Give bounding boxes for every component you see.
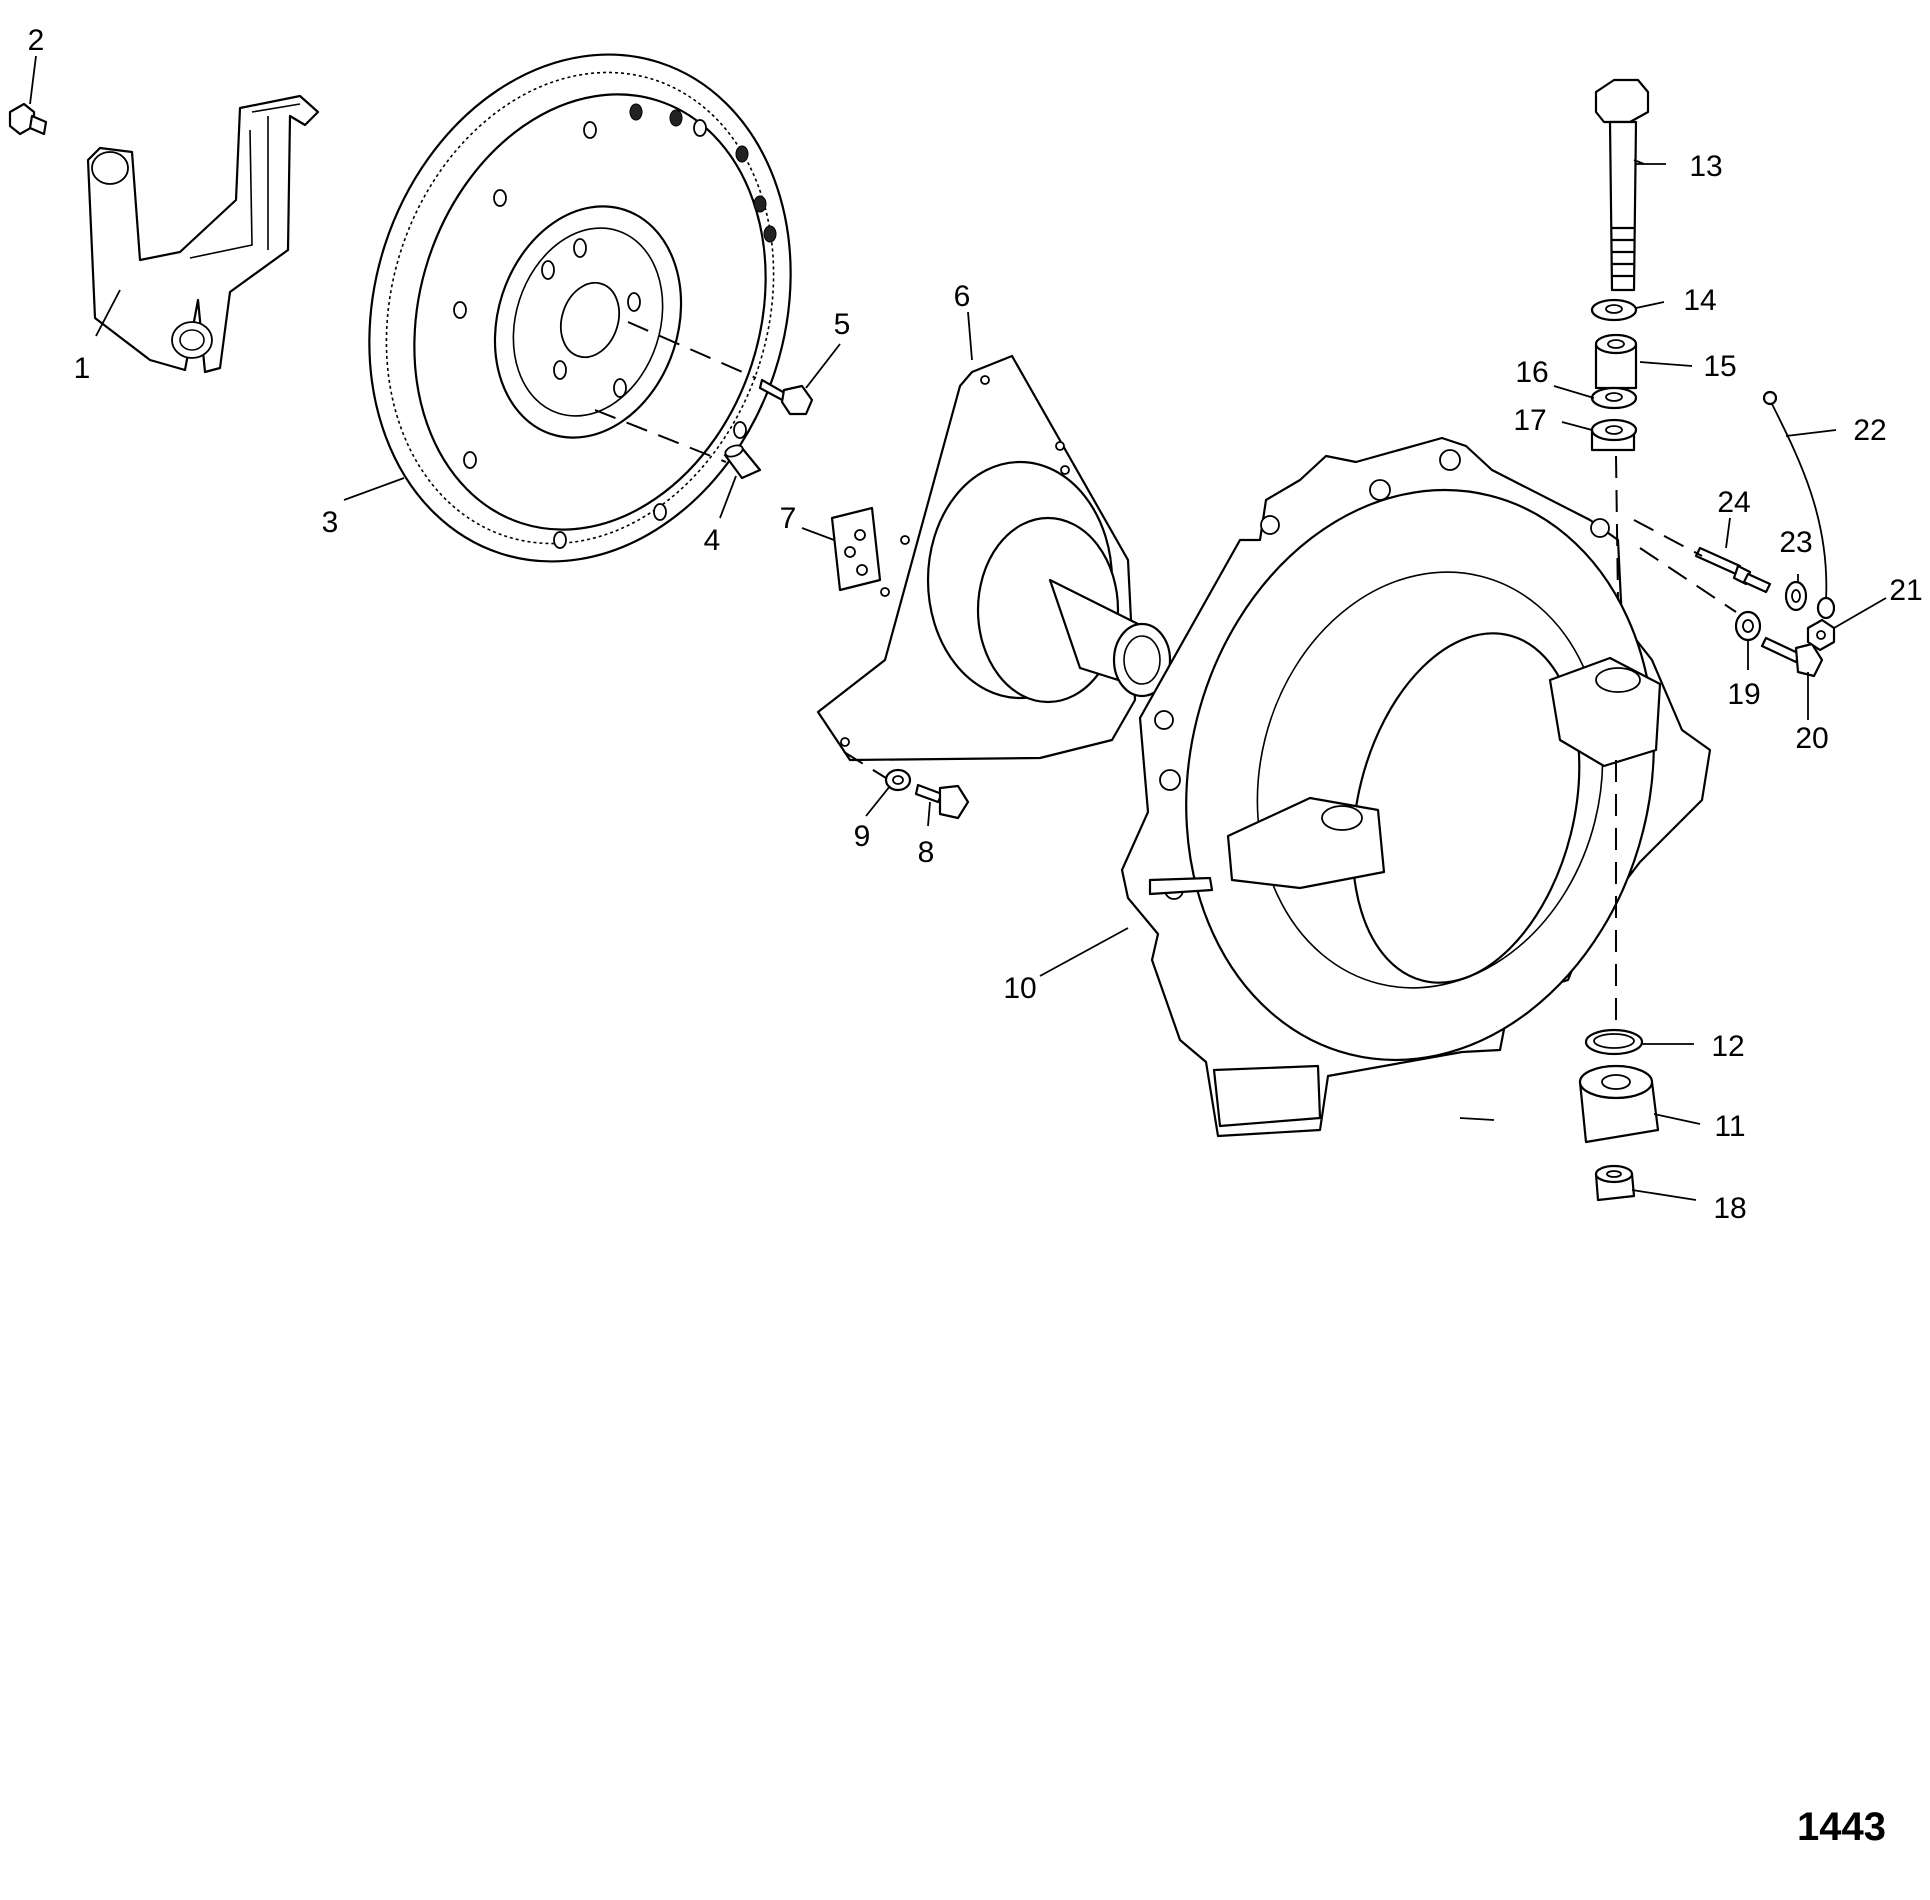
figure-number: 1443 [1797,1805,1886,1849]
callout-18: 18 [1713,1192,1746,1225]
leader-lines [29,55,1887,1201]
callout-3: 3 [322,506,339,539]
part-17-grommet [1590,418,1638,452]
callout-5: 5 [834,308,851,341]
callout-labels: 1 2 3 4 5 6 7 8 9 10 11 12 13 14 15 16 1… [28,24,1923,1849]
part-4-dowel-pin [723,444,762,480]
part-11-mount [1578,1064,1660,1144]
part-13-long-bolt [1594,78,1650,292]
part-18-nut [1594,1164,1636,1202]
part-3-flywheel [368,53,792,563]
part-15-spacer [1594,333,1638,390]
assembly-centerlines [594,321,1737,1030]
part-1-bracket [86,94,320,374]
part-12-washer [1584,1028,1644,1056]
callout-2: 2 [28,24,45,57]
part-10-flywheel-housing [1120,436,1712,1138]
part-16-washer [1590,386,1638,410]
callout-1: 1 [74,352,91,385]
part-2-bolt [8,102,48,136]
callout-16: 16 [1515,356,1548,389]
part-14-washer [1590,298,1638,322]
part-19-washer [1734,610,1762,642]
callout-8: 8 [918,836,935,869]
part-22-ground-strap [1762,390,1836,620]
callout-22: 22 [1853,414,1886,447]
part-9-washer [884,768,912,792]
callout-9: 9 [854,820,871,853]
callout-24: 24 [1717,486,1750,519]
callout-21: 21 [1889,574,1922,607]
part-21-nut [1806,618,1836,652]
callout-4: 4 [704,524,721,557]
callout-6: 6 [954,280,971,313]
callout-23: 23 [1779,526,1812,559]
callout-10: 10 [1003,972,1036,1005]
callout-7: 7 [780,502,797,535]
part-24-stud [1694,546,1772,594]
part-5-bolt [758,378,814,416]
callout-14: 14 [1683,284,1716,317]
callout-13: 13 [1689,150,1722,183]
callout-17: 17 [1513,404,1546,437]
part-8-bolt [914,783,970,820]
part-20-bolt [1760,636,1824,678]
callout-11: 11 [1714,1110,1745,1143]
part-23-washer [1784,580,1808,612]
part-6-flex-coupler [816,354,1172,762]
callout-19: 19 [1727,678,1760,711]
callout-12: 12 [1711,1030,1744,1063]
part-7-plate [830,506,882,592]
callout-15: 15 [1703,350,1736,383]
callout-20: 20 [1795,722,1828,755]
